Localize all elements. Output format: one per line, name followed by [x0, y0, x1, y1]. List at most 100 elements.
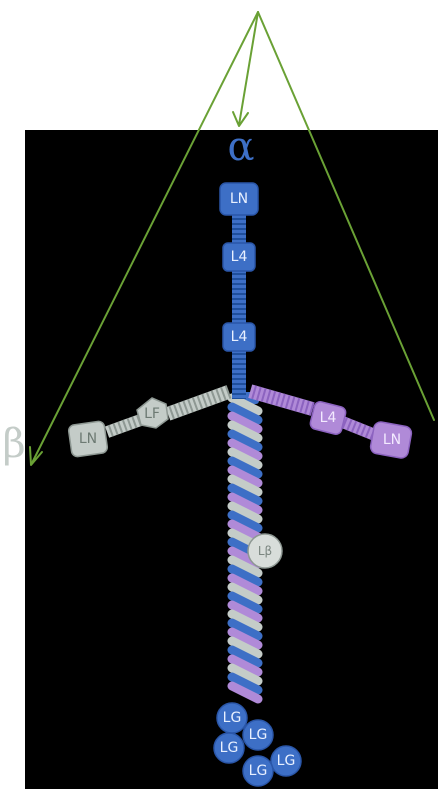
coil-segment	[227, 438, 263, 461]
rod-tick	[260, 388, 267, 403]
gamma-short-arm: L4 LN	[248, 384, 413, 459]
alpha-ln-label: LN	[230, 191, 248, 207]
beta-rod-inner	[165, 385, 232, 421]
coil-segment	[227, 627, 263, 650]
rod-tick	[173, 403, 180, 418]
rod-tick	[346, 418, 353, 431]
lg-domain-3	[213, 732, 245, 764]
rod-tick	[265, 389, 272, 404]
lg-label-4: LG	[277, 753, 296, 769]
rod-tick	[121, 419, 128, 432]
coil-segment	[227, 564, 263, 587]
coil-segment	[227, 636, 263, 659]
arrow-to-alpha-head	[232, 111, 249, 127]
alpha-chain-label: α	[227, 124, 254, 170]
beta-chain-label: β	[2, 421, 25, 467]
rod-tick	[182, 400, 190, 415]
rod-tick	[168, 405, 176, 420]
coil-segment	[227, 654, 263, 677]
coil-segment	[227, 465, 263, 488]
gamma-l4-label: L4	[320, 410, 337, 426]
rod-tick	[355, 422, 362, 435]
coil-segment	[227, 600, 263, 623]
lg-label-3: LG	[220, 740, 239, 756]
coil-segment	[227, 501, 263, 524]
rod-tick	[294, 397, 301, 412]
rod-tick	[117, 421, 124, 434]
coiled-coil-stalk	[227, 392, 263, 704]
lbeta-label: Lβ	[258, 544, 272, 558]
alpha-rod-middle	[232, 271, 246, 323]
beta-ln-label: LN	[79, 431, 97, 447]
lg-label-2: LG	[249, 727, 268, 743]
rod-tick	[224, 385, 232, 399]
gamma-ln-label: LN	[383, 432, 401, 448]
rod-tick	[299, 399, 306, 414]
lg-label-5: LG	[249, 763, 268, 779]
gamma-rod-inner	[248, 384, 315, 416]
rod-tick	[196, 395, 204, 410]
arrow-to-gamma	[257, 11, 435, 421]
alpha-l4-lower-domain	[222, 322, 256, 352]
coil-segment	[227, 591, 263, 614]
gamma-l4-domain	[309, 401, 347, 435]
coil-segment	[227, 573, 263, 596]
coil-segment	[227, 402, 263, 425]
coil-segment	[227, 429, 263, 452]
rod-tick	[210, 390, 218, 405]
coil-segment	[227, 510, 263, 533]
rod-tick	[275, 392, 282, 407]
coil-segment	[227, 447, 263, 470]
lg-domain-4	[270, 745, 302, 777]
arrow-to-beta-head	[29, 446, 43, 466]
rod-tick	[360, 424, 367, 437]
coil-segment	[227, 663, 263, 686]
rod-tick	[187, 398, 194, 413]
rod-tick	[270, 390, 277, 405]
alpha-rod-lower	[232, 351, 246, 399]
beta-lf-domain	[136, 397, 169, 429]
coil-segment	[227, 474, 263, 497]
rod-tick	[191, 397, 199, 411]
coil-segment	[227, 492, 263, 515]
rod-tick	[205, 391, 213, 406]
lg-domain-5	[242, 755, 274, 787]
alpha-rod-upper	[232, 212, 246, 244]
rod-tick	[112, 423, 119, 436]
coil-segment	[227, 411, 263, 434]
alpha-l4-upper-domain	[222, 242, 256, 272]
coil-segment	[227, 456, 263, 479]
beta-lf-label: LF	[144, 406, 160, 422]
alpha-short-arm: LN L4 L4	[219, 182, 259, 399]
coil-segment	[227, 672, 263, 695]
lg-domains: LG LG LG LG LG	[213, 702, 302, 787]
rod-tick	[289, 396, 296, 411]
coil-segment	[227, 609, 263, 632]
rod-tick	[284, 394, 291, 409]
rod-tick	[177, 402, 185, 417]
rod-tick	[251, 385, 257, 400]
rod-tick	[280, 393, 286, 408]
alpha-l4-upper-label: L4	[231, 249, 248, 265]
rod-tick	[308, 401, 315, 416]
coil-segment	[227, 618, 263, 641]
rod-tick	[364, 426, 372, 439]
coil-segment	[227, 582, 263, 605]
coil-segment	[227, 519, 263, 542]
coil-segment	[227, 555, 263, 578]
coil-segment	[227, 681, 263, 704]
arrow-to-alpha	[238, 11, 259, 126]
rod-tick	[215, 388, 223, 403]
alpha-ln-domain	[219, 182, 259, 216]
lg-domain-2	[242, 719, 274, 751]
rod-tick	[350, 420, 358, 433]
beta-short-arm: LF LN	[67, 385, 232, 458]
coil-segment	[227, 393, 263, 416]
lbeta-domain	[247, 533, 283, 569]
rod-tick	[126, 417, 133, 430]
arrow-to-beta	[31, 11, 259, 464]
alpha-l4-lower-label: L4	[231, 329, 248, 345]
rod-tick	[256, 386, 262, 401]
beta-ln-domain	[67, 420, 109, 458]
